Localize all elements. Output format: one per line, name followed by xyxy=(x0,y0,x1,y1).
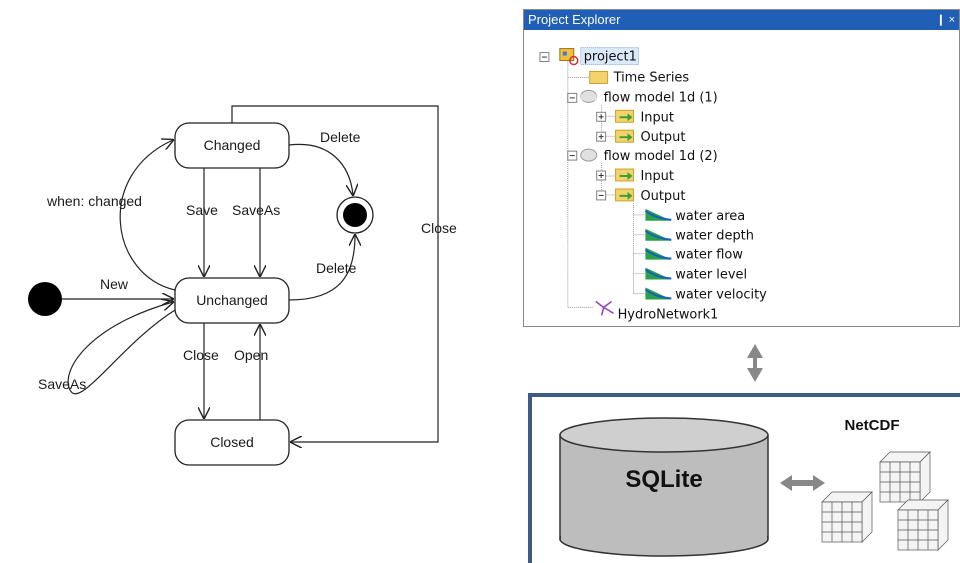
input-folder-icon-2 xyxy=(615,168,634,182)
tree-item-time-series[interactable]: Time Series xyxy=(613,70,690,85)
tree-item-water-level[interactable]: water level xyxy=(675,268,747,283)
transition-close-right xyxy=(231,105,439,442)
project-explorer-panel: Project Explorer ❙ × xyxy=(523,9,960,327)
label-saveas-mid: SaveAs xyxy=(232,202,280,218)
initial-node xyxy=(28,282,62,316)
label-delete-top: Delete xyxy=(320,129,361,145)
sqlite-label: SQLite xyxy=(625,466,702,493)
tree-item-project1[interactable]: project1 xyxy=(584,50,637,65)
db-netcdf-arrow xyxy=(780,475,825,491)
model-icon-2 xyxy=(580,148,598,162)
tree-item-input-2[interactable]: Input xyxy=(640,169,674,184)
input-folder-icon xyxy=(615,109,634,123)
explorer-title-bar: Project Explorer ❙ × xyxy=(524,10,959,30)
output-folder-icon xyxy=(615,129,634,143)
state-closed-label: Closed xyxy=(210,434,254,450)
tree-item-flow-model-1[interactable]: flow model 1d (1) xyxy=(604,90,718,105)
explorer-title: Project Explorer xyxy=(528,12,621,27)
tree-item-water-velocity[interactable]: water velocity xyxy=(675,287,767,302)
label-when-changed: when: changed xyxy=(46,193,142,209)
transition-saveas-loop xyxy=(67,302,175,395)
netcdf-cubes xyxy=(821,451,949,551)
project-icon xyxy=(559,48,579,66)
state-closed xyxy=(174,419,290,466)
label-close-down: Close xyxy=(183,347,219,363)
netcdf-label: NetCDF xyxy=(845,417,900,434)
output-folder-icon-2 xyxy=(615,188,634,202)
tree-item-output-2[interactable]: Output xyxy=(640,189,685,204)
label-delete-bottom: Delete xyxy=(316,260,357,276)
tree-item-water-flow[interactable]: water flow xyxy=(675,248,743,263)
final-node-inner xyxy=(343,203,367,227)
state-unchanged-label: Unchanged xyxy=(196,292,268,308)
label-open-up: Open xyxy=(234,347,268,363)
storage-box: SQLite NetCDF xyxy=(528,393,960,563)
transition-delete-bottom xyxy=(288,235,355,301)
transition-delete-top xyxy=(288,143,353,195)
tree-item-water-area[interactable]: water area xyxy=(675,209,745,224)
label-save: Save xyxy=(186,202,218,218)
model-icon xyxy=(580,89,598,103)
sqlite-cylinder xyxy=(559,417,769,557)
timeseries-icons xyxy=(644,208,672,300)
storage-diagram: SQLite NetCDF xyxy=(559,417,949,557)
tree-item-water-depth[interactable]: water depth xyxy=(675,229,754,244)
transition-when-changed xyxy=(119,140,175,291)
sync-arrow xyxy=(747,344,763,382)
pin-close-icons[interactable]: ❙ × xyxy=(936,14,955,26)
label-new: New xyxy=(100,276,129,292)
tree-item-flow-model-2[interactable]: flow model 1d (2) xyxy=(604,149,718,164)
tree-item-input-1[interactable]: Input xyxy=(640,110,674,125)
project-tree: project1 Time Series flow model 1d (1) I… xyxy=(539,47,767,322)
tree-item-output-1[interactable]: Output xyxy=(640,130,685,145)
tree-item-hydronetwork1[interactable]: HydroNetwork1 xyxy=(618,307,719,322)
label-close-right: Close xyxy=(421,220,457,236)
folder-icon xyxy=(589,70,609,84)
state-changed-label: Changed xyxy=(204,137,261,153)
state-diagram: Changed Unchanged Closed New Save SaveAs… xyxy=(28,105,457,466)
label-saveas-loop: SaveAs xyxy=(38,376,86,392)
network-icon xyxy=(595,300,614,316)
